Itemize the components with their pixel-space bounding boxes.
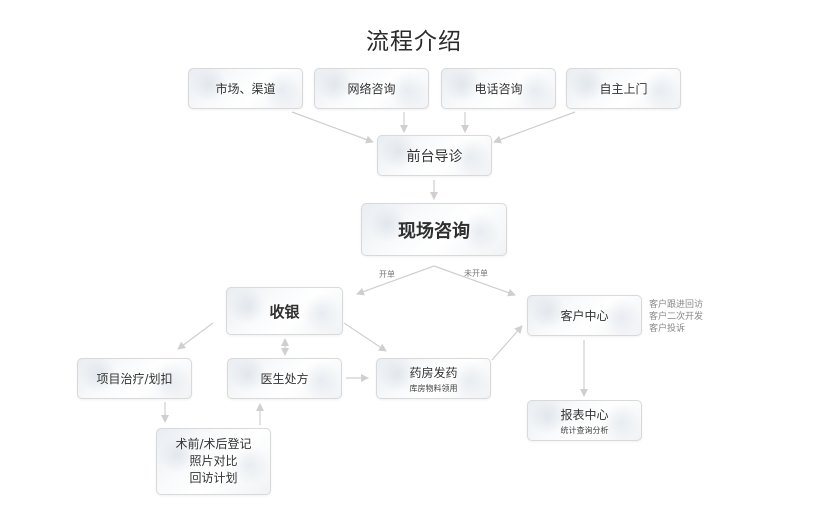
node-sublabel: 统计查询分析 xyxy=(560,425,609,435)
node-label: 报表中心 xyxy=(560,407,609,422)
node-label: 自主上门 xyxy=(599,82,648,96)
node-doctor-prescription[interactable]: 医生处方 xyxy=(227,358,342,399)
node-walk-in[interactable]: 自主上门 xyxy=(566,68,681,109)
node-label: 现场咨询 xyxy=(398,220,470,242)
node-sublabel: 库房物料领用 xyxy=(409,383,458,393)
edge-label-billed: 开单 xyxy=(379,270,395,279)
node-label: 回访计划 xyxy=(189,471,238,485)
crm-notes: 客户跟进回访 客户二次开发 客户投诉 xyxy=(649,299,703,335)
node-label: 医生处方 xyxy=(260,372,309,386)
node-label: 市场、渠道 xyxy=(215,82,276,96)
edge-consult-crm xyxy=(433,265,516,297)
page-title: 流程介绍 xyxy=(366,29,462,55)
crm-note: 客户二次开发 xyxy=(649,312,704,322)
edge-cashier-treatment xyxy=(177,322,214,350)
edge-market-reception xyxy=(291,111,374,144)
edge-consult-cashier xyxy=(356,265,435,296)
node-label: 药房发药 xyxy=(409,365,458,380)
edge-walkin-reception xyxy=(493,111,576,144)
edge-pharmacy-crm xyxy=(491,325,523,361)
node-report-center[interactable]: 报表中心 统计查询分析 xyxy=(527,400,642,441)
node-phone-consult[interactable]: 电话咨询 xyxy=(441,68,556,109)
node-cashier[interactable]: 收银 xyxy=(226,287,343,335)
node-records[interactable]: 术前/术后登记 照片对比 回访计划 xyxy=(156,428,271,495)
node-online-consult[interactable]: 网络咨询 xyxy=(314,68,429,109)
node-pharmacy[interactable]: 药房发药 库房物料领用 xyxy=(376,358,491,399)
node-label: 收银 xyxy=(269,302,300,321)
node-label: 网络咨询 xyxy=(347,82,396,96)
crm-note: 客户投诉 xyxy=(649,324,686,334)
node-label: 客户中心 xyxy=(560,309,609,323)
edge-cashier-pharmacy xyxy=(343,322,387,352)
node-label: 前台导诊 xyxy=(406,148,463,165)
edge-label-not-billed: 未开单 xyxy=(464,269,488,278)
node-label: 项目治疗/划扣 xyxy=(96,372,173,386)
node-reception[interactable]: 前台导诊 xyxy=(377,135,492,176)
node-label: 术前/术后登记 xyxy=(175,437,252,451)
node-label: 电话咨询 xyxy=(474,82,523,96)
node-market-channel[interactable]: 市场、渠道 xyxy=(188,68,303,109)
crm-note: 客户跟进回访 xyxy=(649,300,704,310)
node-crm-center[interactable]: 客户中心 xyxy=(527,295,642,336)
node-onsite-consult[interactable]: 现场咨询 xyxy=(361,203,507,256)
node-treatment[interactable]: 项目治疗/划扣 xyxy=(77,358,192,399)
node-label: 照片对比 xyxy=(189,454,238,468)
